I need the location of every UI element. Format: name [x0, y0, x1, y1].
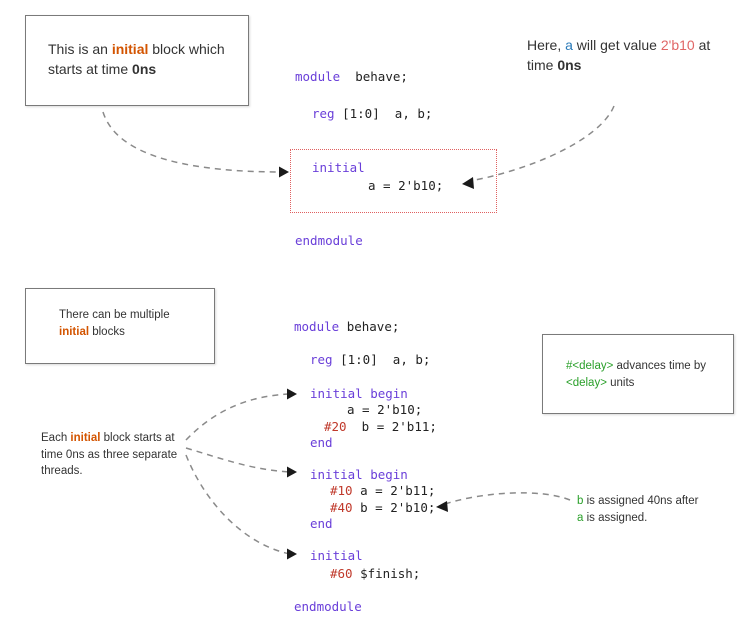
code-endmodule-line: endmodule	[295, 233, 363, 248]
value-literal: 2'b10	[660, 37, 695, 53]
code-reg-line: reg [1:0] a, b;	[312, 106, 433, 121]
code-line: #10 a = 2'b11;	[330, 483, 436, 498]
time-value: 0ns	[132, 61, 157, 78]
var-b: b	[577, 495, 584, 507]
callout-text: is assigned.	[583, 511, 648, 524]
callout-value-assignment: Here, a will get value 2'b10 at time 0ns	[527, 35, 727, 76]
code-module-line: module behave;	[295, 69, 408, 84]
delay-token: <delay>	[566, 376, 607, 389]
arrowhead-icon	[436, 501, 448, 512]
arrow-b-assigned	[441, 492, 571, 506]
callout-text: units	[606, 376, 635, 389]
code-line: #20 b = 2'b11;	[324, 419, 437, 434]
code-line: a = 2'b10;	[347, 402, 423, 417]
initial-keyword: initial	[111, 41, 149, 57]
initial-keyword: initial	[59, 325, 90, 338]
code-reg-line: reg [1:0] a, b;	[310, 352, 431, 367]
callout-threads: Each initial block starts at time 0ns as…	[41, 430, 191, 480]
arrow-callout-to-initial	[102, 111, 284, 173]
arrowhead-icon	[287, 466, 297, 478]
arrowhead-icon	[287, 388, 297, 400]
code-module-line: module behave;	[294, 319, 400, 334]
callout-delay: #<delay> advances time by <delay> units	[542, 334, 734, 414]
callout-text: Here,	[527, 37, 566, 53]
code-line: #60 $finish;	[330, 566, 421, 581]
arrowhead-icon	[279, 166, 289, 178]
arrow-thread-1	[185, 393, 291, 441]
code-initial-3: initial	[310, 548, 363, 563]
callout-text: block starts at time 0ns as three separa…	[41, 432, 178, 478]
code-line: #40 b = 2'b10;	[330, 500, 436, 515]
code-assign-line: a = 2'b10;	[368, 178, 444, 193]
callout-text: blocks	[89, 325, 125, 338]
callout-text: at time	[527, 37, 711, 74]
callout-text: is assigned 40ns after	[583, 495, 699, 507]
callout-text: Each	[41, 432, 71, 444]
code-end-1: end	[310, 435, 333, 450]
arrow-callout-to-assign	[469, 105, 615, 182]
arrowhead-icon	[462, 177, 474, 189]
callout-initial-block: This is an initial block which starts at…	[25, 15, 249, 106]
callout-text: advances time by	[613, 360, 707, 372]
arrowhead-icon	[287, 548, 297, 560]
code-initial-line: initial	[312, 160, 365, 175]
callout-multiple-initial: There can be multiple initial blocks	[25, 288, 215, 364]
callout-text: will get value	[572, 37, 661, 53]
time-value: 0ns	[557, 57, 582, 74]
initial-block-highlight	[290, 149, 497, 213]
code-end-2: end	[310, 516, 333, 531]
code-initial-begin-2: initial begin	[310, 467, 408, 482]
var-a: a	[565, 37, 573, 53]
callout-b-assigned: b is assigned 40ns after a is assigned.	[577, 493, 737, 526]
delay-token: #<delay>	[566, 360, 614, 372]
arrow-thread-3	[185, 454, 291, 555]
var-a: a	[577, 511, 584, 524]
initial-keyword: initial	[70, 432, 101, 444]
code-endmodule-line: endmodule	[294, 599, 362, 614]
callout-text: block which starts at time	[48, 41, 225, 78]
arrow-thread-2	[185, 447, 291, 473]
callout-text: There can be multiple	[59, 309, 170, 321]
code-initial-begin-1: initial begin	[310, 386, 408, 401]
callout-text: This is an	[48, 41, 112, 57]
